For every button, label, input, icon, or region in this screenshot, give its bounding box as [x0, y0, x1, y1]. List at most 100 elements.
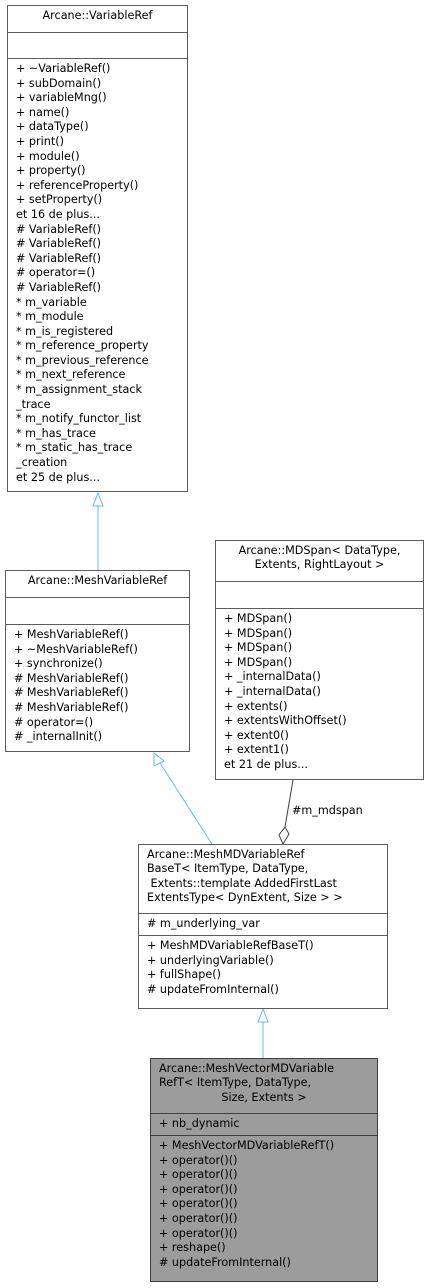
member-line: + _internalData() — [224, 684, 321, 698]
class-box-mesh-variable-ref[interactable]: Arcane::MeshVariableRef + MeshVariableRe… — [5, 570, 190, 752]
member-line: + extentsWithOffset() — [224, 714, 347, 728]
member-line: et 25 de plus... — [16, 470, 100, 484]
member-line: _trace — [16, 397, 51, 411]
class-box-mesh-vector-md-variable-ref[interactable]: Arcane::MeshVectorMDVariable RefT< ItemT… — [150, 1058, 378, 1282]
member-line: + reshape() — [159, 1241, 226, 1255]
member-line: * m_has_trace — [16, 426, 96, 440]
class-title-line: ExtentsType< DynExtent, Size > > — [147, 891, 343, 905]
attributes-section: + nb_dynamic — [151, 1113, 377, 1135]
class-title-section: Arcane::VariableRef — [8, 6, 187, 32]
member-line: + variableMng() — [16, 91, 107, 105]
class-box-variable-ref[interactable]: Arcane::VariableRef + ~VariableRef()+ su… — [7, 5, 188, 492]
methods-section: + MeshVectorMDVariableRefT()+ operator()… — [151, 1135, 377, 1273]
member-line: # m_underlying_var — [147, 917, 260, 930]
member-line: + property() — [16, 164, 86, 178]
member-line: + MDSpan() — [224, 641, 293, 655]
member-line: * m_variable — [16, 295, 87, 309]
class-title-section: Arcane::MeshVectorMDVariable RefT< ItemT… — [151, 1059, 377, 1113]
member-line: + subDomain() — [16, 76, 102, 90]
composition-line-mdspan — [284, 779, 294, 828]
attributes-section — [6, 597, 189, 624]
member-line: + MeshMDVariableRefBaseT() — [147, 939, 314, 952]
member-line: + MDSpan() — [224, 612, 293, 625]
composition-diamond — [278, 826, 290, 846]
member-line: + synchronize() — [14, 657, 103, 671]
member-line: _creation — [16, 456, 68, 470]
class-box-mesh-md-variable-ref-base[interactable]: Arcane::MeshMDVariableRef BaseT< ItemTyp… — [138, 844, 388, 1009]
member-line: + underlyingVariable() — [147, 953, 274, 967]
member-line: # operator=() — [14, 715, 94, 729]
member-line: + operator()() — [159, 1226, 238, 1240]
member-line: + nb_dynamic — [159, 1117, 240, 1130]
class-title-line: BaseT< ItemType, DataType, — [147, 862, 309, 876]
member-line: + MeshVectorMDVariableRefT() — [159, 1139, 335, 1152]
member-line: + _internalData() — [224, 670, 321, 684]
member-line: + name() — [16, 105, 70, 119]
class-title-line: Arcane::VariableRef — [42, 9, 153, 22]
member-line: * m_previous_reference — [16, 353, 149, 367]
class-title-line: Arcane::MeshMDVariableRef — [147, 848, 305, 861]
class-title-section: Arcane::MeshVariableRef — [6, 571, 189, 597]
edge-label-mdspan: #m_mdspan — [292, 804, 363, 817]
member-line: + MeshVariableRef() — [14, 628, 129, 641]
member-line: + operator()() — [159, 1197, 238, 1211]
class-title-line: Arcane::MeshVectorMDVariable — [159, 1062, 334, 1075]
member-line: # VariableRef() — [16, 237, 102, 251]
class-title-line: RefT< ItemType, DataType, — [159, 1076, 312, 1090]
class-title-line: Arcane::MDSpan< DataType, — [238, 544, 401, 557]
attributes-section: # m_underlying_var — [139, 913, 387, 935]
inherit-arrow-meshvar — [153, 751, 165, 767]
member-line: * m_notify_functor_list — [16, 412, 142, 426]
class-title-section: Arcane::MeshMDVariableRef BaseT< ItemTyp… — [139, 845, 387, 913]
methods-section: + MeshMDVariableRefBaseT()+ underlyingVa… — [139, 935, 387, 1000]
class-title-line: Arcane::MeshVariableRef — [27, 574, 168, 587]
member-line: + operator()() — [159, 1211, 238, 1225]
member-line: + ~MeshVariableRef() — [14, 642, 138, 656]
member-line: + ~VariableRef() — [16, 62, 111, 75]
member-line: + dataType() — [16, 120, 89, 134]
methods-section: + MDSpan()+ MDSpan()+ MDSpan()+ MDSpan()… — [216, 608, 423, 776]
member-line: # MeshVariableRef() — [14, 686, 129, 700]
member-line: * m_assignment_stack — [16, 383, 143, 397]
member-line: + module() — [16, 149, 80, 163]
member-line: * m_static_has_trace — [16, 441, 133, 455]
member-line: + extents() — [224, 699, 288, 713]
inherit-arrow-base — [257, 1007, 269, 1023]
member-line: * m_reference_property — [16, 339, 149, 353]
member-line: # _internalInit() — [14, 730, 103, 744]
member-line: + operator()() — [159, 1153, 238, 1167]
member-line: * m_next_reference — [16, 368, 126, 382]
member-line: + extent0() — [224, 728, 289, 742]
member-line: + operator()() — [159, 1168, 238, 1182]
member-line: et 16 de plus... — [16, 207, 100, 221]
member-line: # VariableRef() — [16, 222, 102, 236]
methods-section: + ~VariableRef()+ subDomain()+ variableM… — [8, 58, 187, 488]
member-line: # VariableRef() — [16, 251, 102, 265]
member-line: # updateFromInternal() — [159, 1255, 291, 1269]
member-line: # updateFromInternal() — [147, 982, 279, 996]
inherit-line-base-to-meshvar — [159, 762, 213, 845]
class-title-line: Extents, RightLayout > — [254, 558, 385, 572]
class-title-line: Extents::template AddedFirstLast — [147, 876, 337, 890]
class-title-line: Size, Extents > — [221, 1090, 307, 1104]
methods-section: + MeshVariableRef()+ ~MeshVariableRef()+… — [6, 624, 189, 748]
member-line: # MeshVariableRef() — [14, 671, 129, 685]
member-line: + MDSpan() — [224, 655, 293, 669]
member-line: + fullShape() — [147, 968, 221, 982]
member-line: + extent1() — [224, 743, 289, 757]
class-box-mdspan[interactable]: Arcane::MDSpan< DataType, Extents, Right… — [215, 540, 424, 780]
attributes-section — [8, 32, 187, 58]
member-line: * m_is_registered — [16, 324, 114, 338]
attributes-section — [216, 581, 423, 608]
member-line: + setProperty() — [16, 193, 103, 207]
member-line: * m_module — [16, 310, 84, 324]
member-line: # MeshVariableRef() — [14, 700, 129, 714]
member-line: + operator()() — [159, 1182, 238, 1196]
inherit-arrow-varref — [92, 491, 104, 507]
member-line: + MDSpan() — [224, 626, 293, 640]
member-line: et 21 de plus... — [224, 757, 308, 771]
member-line: + referenceProperty() — [16, 178, 139, 192]
class-title-section: Arcane::MDSpan< DataType, Extents, Right… — [216, 541, 423, 581]
member-line: + print() — [16, 134, 64, 148]
